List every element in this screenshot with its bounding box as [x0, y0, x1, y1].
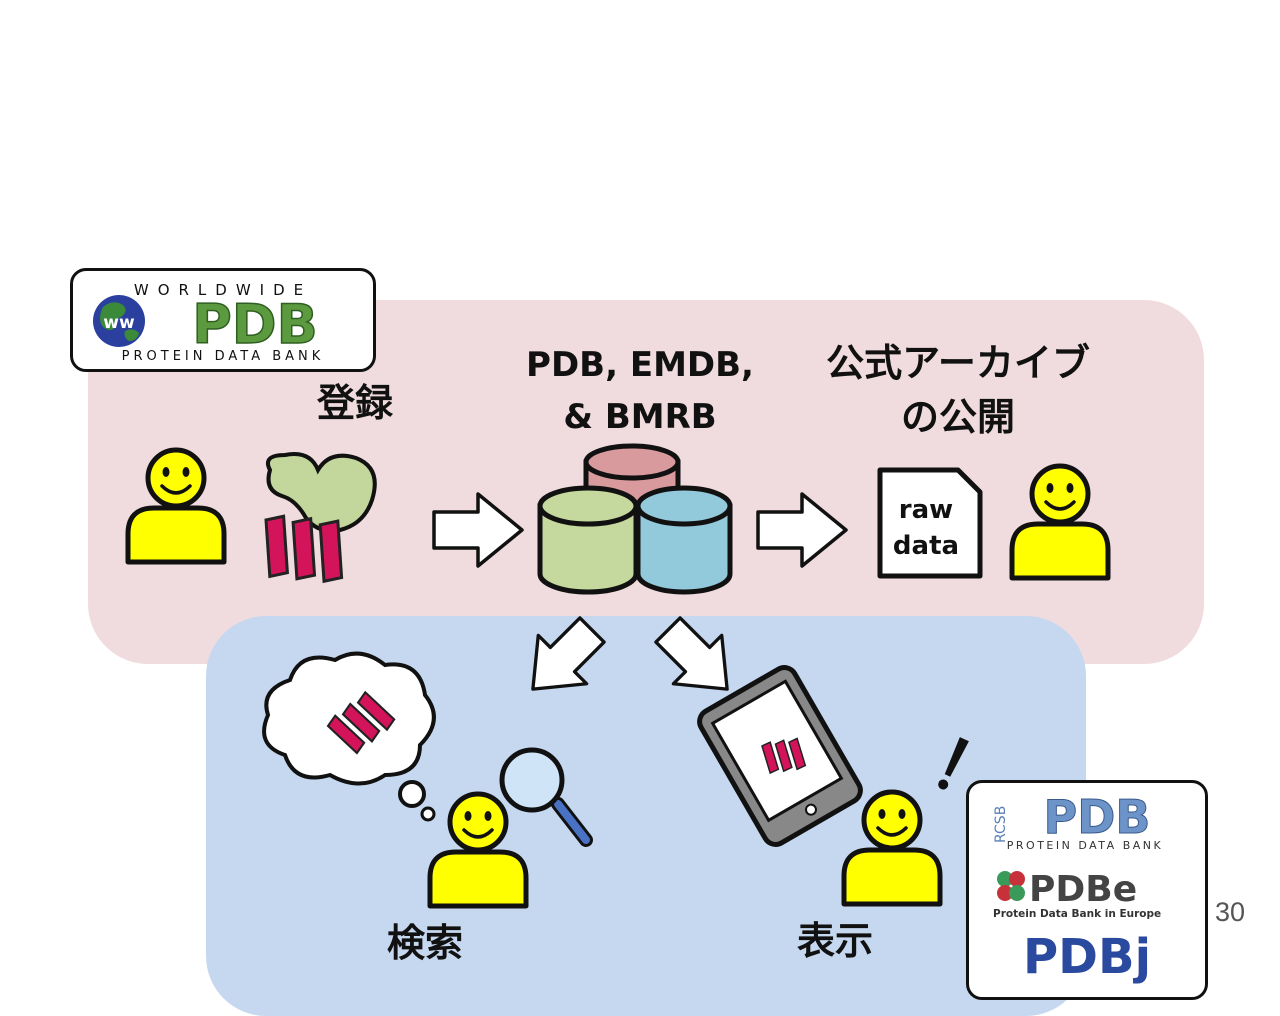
diagram-canvas: raw data — [0, 443, 1280, 960]
globe-ww-text: ww — [103, 313, 135, 333]
rcsb-pdb-logo: RCSB PDB PROTEIN DATA BANK — [993, 790, 1163, 853]
raw-data-text-line1: raw — [899, 495, 953, 525]
pdbj-main-text: PDBj — [1023, 929, 1151, 985]
arrow-to-search-icon — [507, 604, 618, 715]
wwpdb-top-text: WORLDWIDE — [134, 281, 312, 299]
databases-label-line2: & BMRB — [563, 397, 717, 437]
archive-user-person-icon — [1012, 466, 1108, 578]
archive-label-line1: 公式アーカイブ — [826, 341, 1090, 385]
pdbe-logo: PDBe Protein Data Bank in Europe — [993, 869, 1161, 920]
viewer-person-icon — [844, 792, 940, 904]
search-label: 検索 — [386, 921, 463, 965]
raw-data-document-icon: raw data — [877, 467, 983, 579]
database-blue-icon — [635, 485, 733, 595]
partner-logos: RCSB PDB PROTEIN DATA BANK PDBe Protein … — [966, 780, 1208, 1000]
display-label: 表示 — [796, 919, 873, 963]
archive-label-line2: の公開 — [900, 395, 1015, 439]
page-number: 30 — [1214, 897, 1246, 927]
arrow-to-database-icon — [432, 492, 524, 568]
deposit-label: 登録 — [316, 381, 393, 425]
globe-icon: ww — [93, 295, 145, 347]
rcsb-main-text: PDB — [1044, 790, 1151, 844]
wwpdb-bottom-text: PROTEIN DATA BANK — [122, 349, 325, 364]
wwpdb-main-text: PDB — [192, 293, 318, 356]
databases-label-line1: PDB, EMDB, — [526, 345, 754, 385]
exclamation-icon — [938, 737, 969, 790]
pdbe-sub-text: Protein Data Bank in Europe — [993, 908, 1161, 920]
raw-data-text-line2: data — [893, 531, 959, 561]
pdbe-emblem-icon — [997, 871, 1025, 901]
magnifier-icon — [499, 747, 593, 847]
rcsb-side-text: RCSB — [993, 806, 1009, 843]
depositor-person-icon — [128, 450, 224, 562]
database-green-icon — [537, 485, 639, 595]
searcher-person-icon — [430, 794, 526, 906]
wwpdb-logo: WORLDWIDE ww PDB PROTEIN DATA BANK — [70, 268, 376, 372]
rcsb-bottom-text: PROTEIN DATA BANK — [1007, 839, 1163, 852]
density-map-icon — [265, 452, 377, 533]
arrow-to-archive-icon — [756, 492, 848, 568]
pdbe-main-text: PDBe — [1029, 869, 1137, 910]
